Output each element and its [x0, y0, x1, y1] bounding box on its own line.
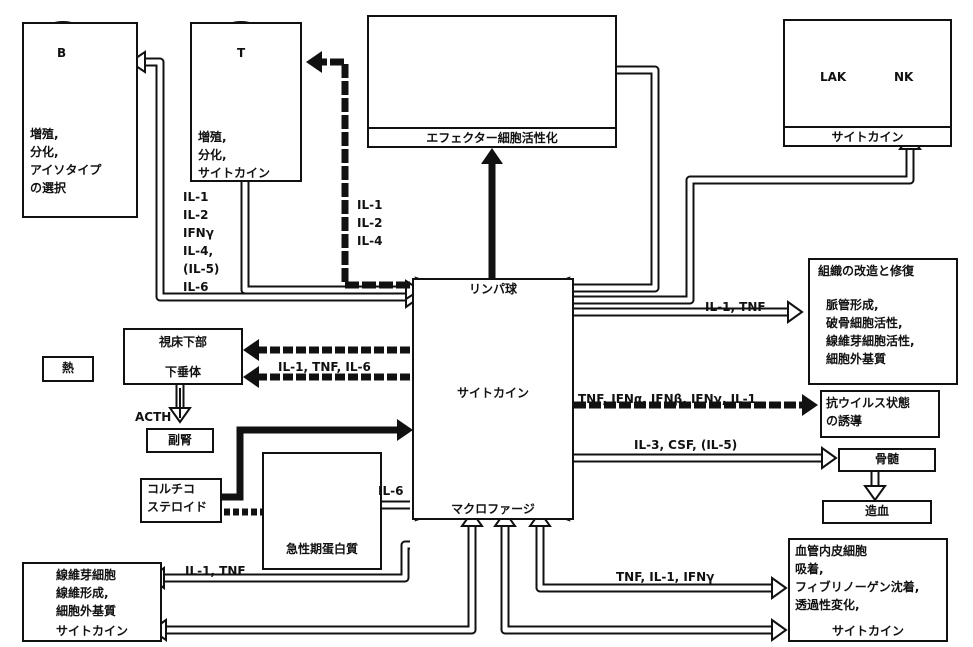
adrenal-label: 副腎 — [146, 431, 214, 449]
neuro-cytokine-label: IL-1, TNF, IL-6 — [278, 358, 371, 376]
nk-label: NK — [894, 68, 913, 86]
antiviral-arrow-label: TNF, IFNα, IFNβ, IFNγ, IL-1 — [578, 390, 756, 408]
hematopoiesis-label: 造血 — [822, 502, 932, 520]
t-cell-cytokine-list: IL-1 IL-2 IFNγ IL-4, (IL-5) IL-6 — [183, 188, 219, 296]
fibroblast-cytokine: サイトカイン — [22, 622, 162, 640]
antiviral-label: 抗ウイルス状態 の誘導 — [826, 394, 910, 430]
fibroblast-items: 線維芽細胞 線維形成, 細胞外基質 — [56, 566, 116, 620]
t-cell-letter: T — [237, 44, 245, 62]
b-cell-functions: 増殖, 分化, アイソタイプ の選択 — [30, 125, 101, 197]
fibroblast-arrow-label: IL-1, TNF — [185, 562, 246, 580]
endothelium-cytokine: サイトカイン — [788, 622, 948, 640]
lak-nk-cytokine-label: サイトカイン — [783, 126, 952, 146]
marrow-arrow-label: IL-3, CSF, (IL-5) — [634, 436, 737, 454]
effector-label: エフェクター細胞活性化 — [367, 127, 617, 147]
pituitary-label: 下垂体 — [123, 363, 243, 381]
tissue-items: 脈管形成, 破骨細胞活性, 線維芽細胞活性, 細胞外基質 — [826, 296, 915, 368]
endothelium-items: 血管内皮細胞 吸着, フィブリノーゲン沈着, 透過性変化, — [795, 542, 919, 614]
lak-label: LAK — [820, 68, 846, 86]
tissue-title: 組織の改造と修復 — [818, 262, 914, 280]
t-cell-functions: 増殖, 分化, サイトカイン — [198, 128, 270, 182]
lymphocyte-label: リンパ球 — [412, 280, 574, 298]
macrophage-label: マクロファージ — [412, 500, 574, 518]
il6-label: IL-6 — [378, 482, 403, 500]
center-cytokine-label: サイトカイン — [412, 384, 574, 402]
marrow-label: 骨髄 — [838, 450, 936, 468]
corticosteroid-label: コルチコ ステロイド — [147, 480, 207, 516]
acth-label: ACTH — [135, 408, 171, 426]
lymphocyte-cytokine-list: IL-1 IL-2 IL-4 — [357, 196, 382, 250]
tissue-arrow-label: IL-1, TNF — [705, 298, 766, 316]
acute-phase-label: 急性期蛋白質 — [262, 540, 382, 558]
endothelium-arrow-label: TNF, IL-1, IFNγ — [616, 568, 714, 586]
b-cell-letter: B — [57, 44, 66, 62]
fever-label: 熱 — [42, 359, 94, 377]
hypothalamus-label: 視床下部 — [123, 333, 243, 351]
